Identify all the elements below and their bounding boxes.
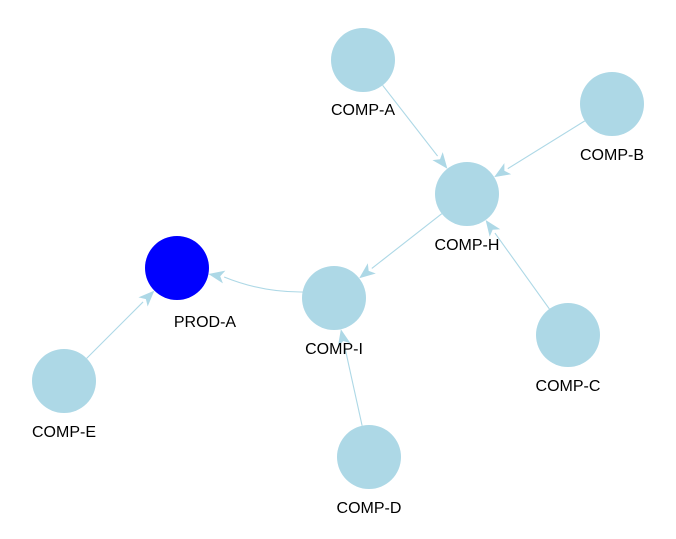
node-label-comp-a: COMP-A bbox=[331, 102, 395, 119]
labels-layer: COMP-A COMP-B COMP-H COMP-I COMP-C COMP-D COMP… bbox=[32, 102, 644, 517]
edge-comp-c-to-comp-h bbox=[485, 220, 550, 310]
arrowhead-icon bbox=[494, 163, 512, 178]
node-label-comp-e: COMP-E bbox=[32, 424, 96, 441]
edge-line bbox=[494, 232, 550, 310]
edges-layer bbox=[86, 84, 586, 426]
edge-line bbox=[223, 276, 303, 293]
node-comp-c bbox=[536, 303, 600, 367]
node-label-comp-i: COMP-I bbox=[305, 341, 363, 358]
edge-line bbox=[343, 344, 363, 426]
node-comp-b bbox=[580, 72, 644, 136]
edge-line bbox=[507, 120, 586, 170]
arrowhead-icon bbox=[138, 290, 155, 307]
node-comp-i bbox=[302, 266, 366, 330]
node-label-comp-b: COMP-B bbox=[580, 147, 644, 164]
arrowhead-icon bbox=[432, 152, 448, 169]
edge-comp-a-to-comp-h bbox=[382, 84, 448, 169]
edge-comp-d-to-comp-i bbox=[337, 329, 363, 426]
node-comp-d bbox=[337, 425, 401, 489]
arrowhead-icon bbox=[485, 220, 501, 237]
node-label-prod-a: PROD-A bbox=[174, 314, 237, 331]
node-label-comp-h: COMP-H bbox=[435, 237, 500, 254]
nodes-layer bbox=[32, 28, 644, 489]
edge-comp-h-to-comp-i bbox=[359, 213, 443, 279]
edge-line bbox=[86, 301, 144, 359]
edge-comp-b-to-comp-h bbox=[494, 120, 586, 178]
edge-comp-e-to-prod-a bbox=[86, 290, 155, 359]
node-label-comp-d: COMP-D bbox=[337, 500, 402, 517]
node-prod-a bbox=[145, 236, 209, 300]
arrowhead-icon bbox=[208, 270, 226, 284]
node-label-comp-c: COMP-C bbox=[536, 378, 601, 395]
edge-line bbox=[382, 84, 439, 157]
arrowhead-icon bbox=[337, 329, 351, 347]
node-comp-a bbox=[331, 28, 395, 92]
node-comp-h bbox=[435, 162, 499, 226]
edge-comp-i-to-prod-a bbox=[208, 270, 303, 293]
arrowhead-icon bbox=[359, 263, 376, 279]
node-comp-e bbox=[32, 349, 96, 413]
edge-line bbox=[371, 213, 443, 269]
